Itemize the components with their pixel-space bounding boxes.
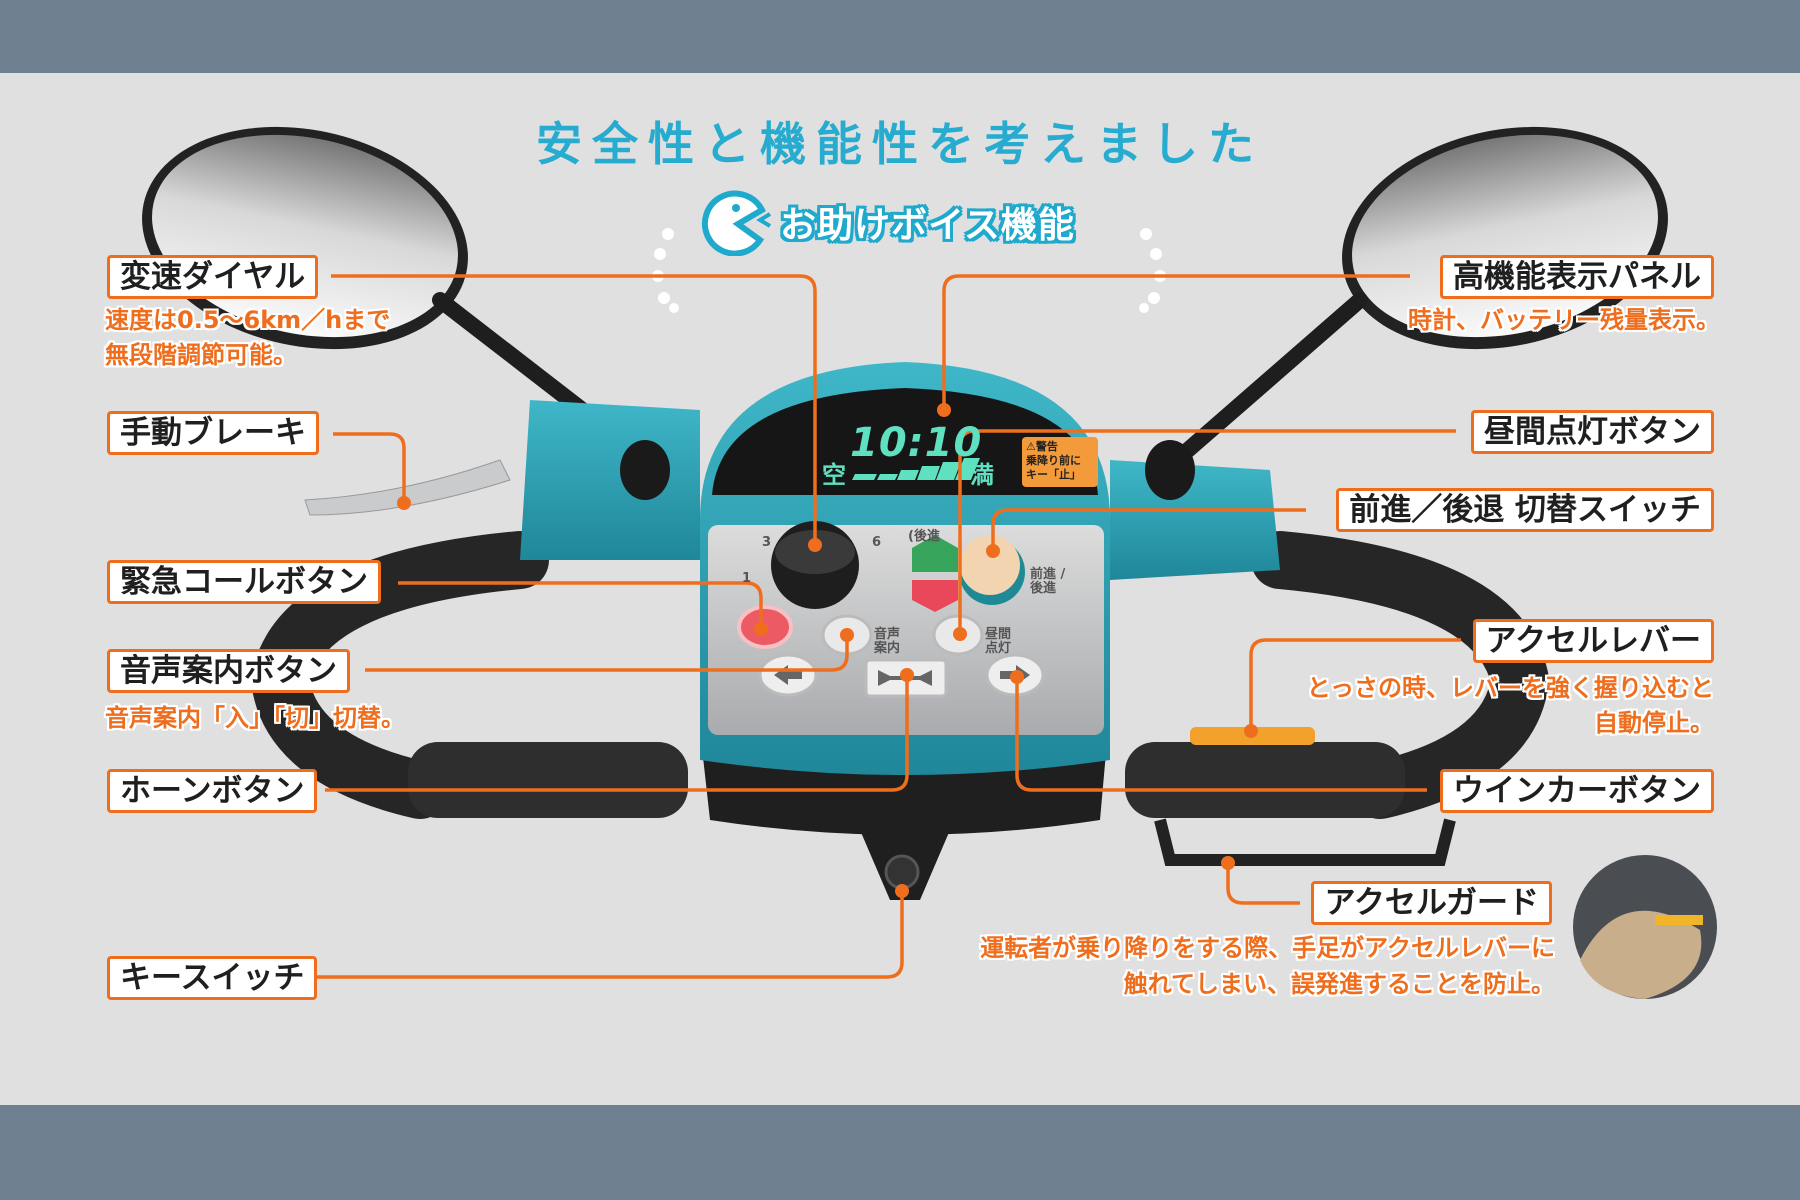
leader-dots — [397, 403, 1258, 898]
display-empty: 空 — [822, 461, 846, 489]
display-clock: 10:10 — [850, 420, 983, 466]
accel-lever-desc-2: 自動停止。 — [1594, 709, 1714, 737]
speed-dial-desc-2: 無段階調節可能。 — [105, 341, 297, 369]
panel-speed-6: 6 — [872, 535, 882, 550]
callout-emergency-call: 緊急コールボタン — [107, 560, 381, 604]
warning-body: 乗降り前に キー「止」 — [1026, 454, 1081, 481]
speed-dial-desc-1: 速度は0.5〜6km／hまで — [105, 306, 391, 334]
key-switch — [884, 854, 920, 890]
panel-daylight-label: 昼間 点灯 — [985, 627, 1012, 656]
display-full: 満 — [970, 461, 994, 489]
display-screen — [712, 388, 1098, 495]
callout-daylight: 昼間点灯ボタン — [1471, 410, 1714, 454]
panel-fwd-rev-label: 前進 /後進 — [1030, 567, 1066, 596]
callout-speed-dial: 変速ダイヤル — [107, 255, 319, 299]
right-grip — [1125, 742, 1405, 818]
callout-hand-brake: 手動ブレーキ — [107, 411, 319, 455]
display-panel-desc: 時計、バッテリー残量表示。 — [1408, 306, 1720, 334]
callout-fwd-rev-switch: 前進／後退 切替スイッチ — [1336, 488, 1714, 532]
accel-guard-photo — [1573, 855, 1717, 999]
left-grip — [408, 742, 688, 818]
callout-accel-guard: アクセルガード — [1311, 881, 1552, 925]
voice-badge: お助けボイス機能 — [700, 188, 1075, 256]
panel-speed-3: 3 — [762, 535, 772, 550]
top-band — [0, 0, 1800, 73]
panel-reverse-mark: (後進 — [908, 529, 940, 544]
page-title: 安全性と機能性を考えました — [536, 117, 1264, 171]
panel-voice-label: 音声 案内 — [874, 627, 901, 656]
callout-accel-lever: アクセルレバー — [1472, 619, 1714, 663]
callout-key-switch: キースイッチ — [107, 956, 318, 1000]
leader-lines — [317, 274, 1461, 979]
accel-guard — [1154, 818, 1456, 866]
callout-horn: ホーンボタン — [107, 769, 318, 813]
bottom-band — [0, 1105, 1800, 1200]
accel-lever-desc-1: とっさの時、レバーを強く握り込むと — [1306, 674, 1714, 702]
voice-badge-label: お助けボイス機能 — [780, 205, 1075, 246]
warning-sticker: ⚠警告乗降り前に キー「止」 — [1022, 437, 1098, 487]
hand-brake-lever — [304, 459, 511, 516]
voice-mascot-icon — [701, 190, 772, 256]
panel-speed-1: 1 — [742, 571, 752, 586]
battery-gauge — [852, 458, 980, 480]
right-handlebar — [1251, 531, 1550, 819]
fwd-rev-knob — [960, 535, 1020, 595]
voice-guide-desc: 音声案内「入」「切」切替。 — [105, 704, 405, 732]
warning-title: ⚠警告 — [1026, 440, 1058, 453]
accel-guard-desc-2: 触れてしまい、誤発進することを防止。 — [1123, 970, 1555, 998]
accel-guard-desc-1: 運転者が乗り降りをする際、手足がアクセルレバーに — [980, 934, 1555, 962]
callout-voice-guide: 音声案内ボタン — [107, 649, 350, 693]
callout-winker: ウインカーボタン — [1440, 769, 1714, 813]
callout-display-panel: 高機能表示パネル — [1440, 255, 1714, 299]
voice-dots-decoration — [652, 228, 1166, 313]
